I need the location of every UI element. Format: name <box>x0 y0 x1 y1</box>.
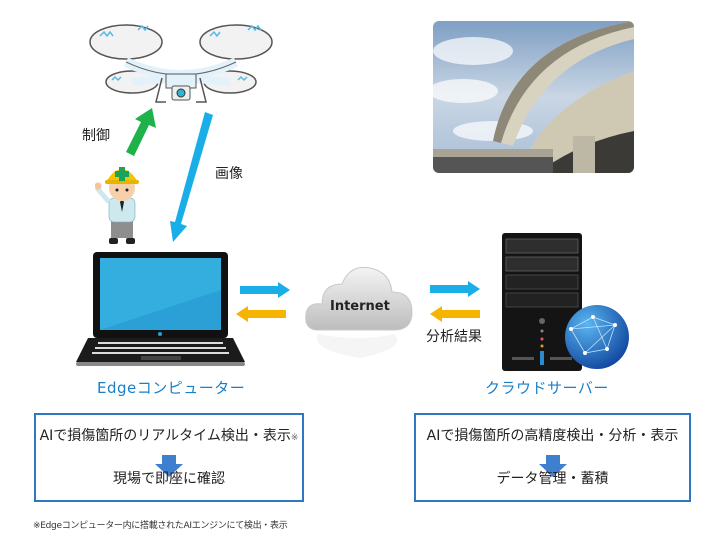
edge-box-line2: 現場で即座に確認 <box>113 471 225 487</box>
edge-box-line1: AIで損傷箇所のリアルタイム検出・表示※ <box>39 428 299 444</box>
laptop-icon <box>76 252 245 366</box>
cloud-box-line1: AIで損傷箇所の高精度検出・分析・表示 <box>426 428 679 444</box>
cloud-server-box: AIで損傷箇所の高精度検出・分析・表示 データ管理・蓄積 <box>414 413 691 502</box>
down-arrow-icon <box>538 455 567 477</box>
down-arrow-icon <box>155 455 183 477</box>
analysis-result-label: 分析結果 <box>426 329 482 345</box>
edge-computer-label: Edgeコンピューター <box>97 379 246 397</box>
cloud-icon <box>305 266 413 358</box>
drone-icon <box>89 24 273 103</box>
cloud-box-line2: データ管理・蓄積 <box>496 471 609 487</box>
download-arrow <box>236 306 286 322</box>
control-arrow <box>126 108 156 156</box>
upload-arrow-server <box>430 281 480 297</box>
upload-arrow <box>240 282 290 298</box>
edge-computer-box: AIで損傷箇所のリアルタイム検出・表示※ 現場で即座に確認 <box>34 413 304 502</box>
control-label: 制御 <box>82 128 110 144</box>
globe-icon <box>565 305 629 369</box>
worker-icon <box>95 167 139 244</box>
server-icon <box>502 233 582 371</box>
bridge-photo <box>433 21 634 173</box>
analysis-result-arrow <box>430 306 480 322</box>
footnote: ※Edgeコンピューター内に搭載されたAIエンジンにて検出・表示 <box>33 521 288 531</box>
cloud-server-label: クラウドサーバー <box>485 379 609 397</box>
internet-label: Internet <box>330 299 390 314</box>
image-arrow <box>170 112 213 242</box>
image-label: 画像 <box>215 166 243 182</box>
